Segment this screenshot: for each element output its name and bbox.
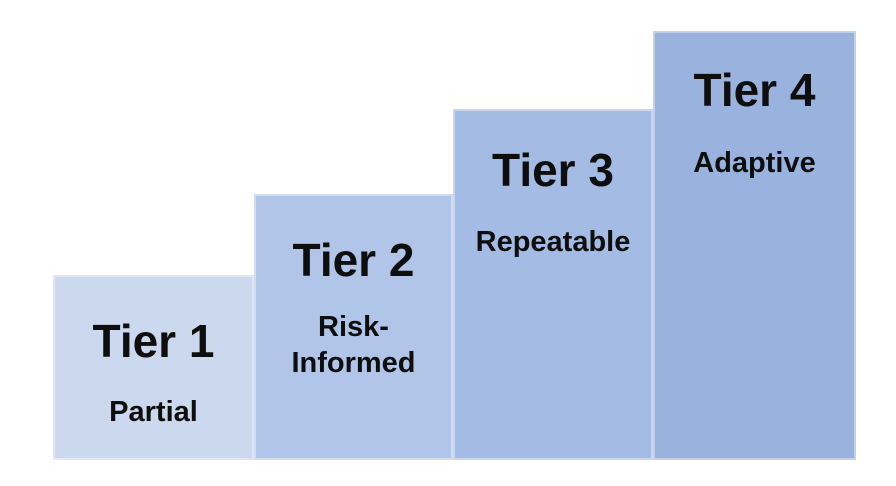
tier-1-name: Tier 1 <box>92 315 215 367</box>
tier-3-label: Repeatable <box>475 225 631 258</box>
tier-4-label: Adaptive <box>693 146 816 179</box>
tier-1-bar: Tier 1 Partial <box>53 275 254 460</box>
tier-4-bar: Tier 4 Adaptive <box>653 31 856 460</box>
tier-2-label: Risk- Informed <box>291 310 416 380</box>
tier-3-name: Tier 3 <box>492 144 614 196</box>
tier-4-name: Tier 4 <box>693 64 816 116</box>
tier-3-bar: Tier 3 Repeatable <box>453 109 653 460</box>
tier-1-label: Partial <box>109 395 198 428</box>
tier-2-name: Tier 2 <box>292 234 415 286</box>
tier-2-bar: Tier 2 Risk- Informed <box>254 194 453 460</box>
